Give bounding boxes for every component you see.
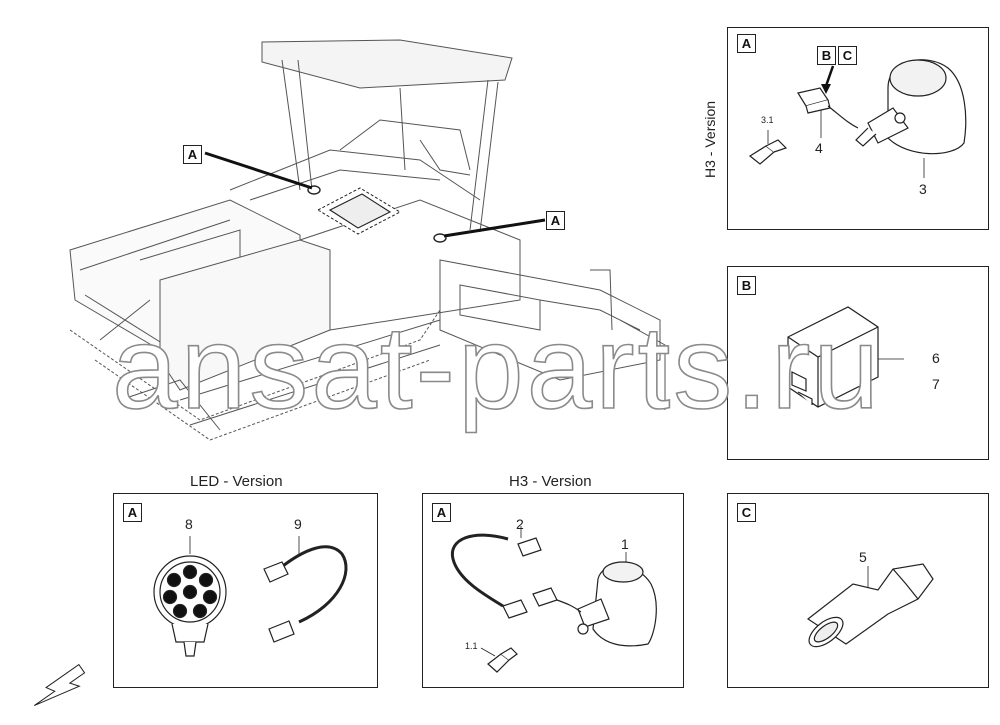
- part-label-3: 3: [919, 181, 927, 197]
- part-label-1-1: 1.1: [465, 641, 478, 651]
- panel-c-ref-tag: C: [838, 46, 857, 65]
- panel-led-version: A 8 9: [113, 493, 378, 688]
- h3-version-vertical-title: H3 - Version: [702, 100, 718, 178]
- panel-h3-version: A 2 1 1.1: [422, 493, 684, 688]
- panel-c-terminal-detail: C 5: [727, 493, 989, 688]
- panel-h3-tag: A: [432, 503, 451, 522]
- part-label-5: 5: [859, 549, 867, 565]
- part-label-2: 2: [516, 516, 524, 532]
- part-label-6: 6: [932, 350, 940, 366]
- part-label-4: 4: [815, 140, 823, 156]
- panel-a-h3-detail: A B C 3.1 4 3: [727, 27, 989, 230]
- part-label-9: 9: [294, 516, 302, 532]
- part-label-1: 1: [621, 536, 629, 552]
- flat-terminal-drawing: [806, 563, 934, 648]
- callout-a-left: A: [183, 145, 202, 164]
- panel-b-connector-detail: B 6 7: [727, 266, 989, 460]
- panel-a-tag: A: [737, 34, 756, 53]
- panel-b-ref-tag: B: [817, 46, 836, 65]
- led-version-title: LED - Version: [190, 473, 283, 490]
- led-lamp-and-cable-drawing: [153, 536, 348, 657]
- panel-c-tag: C: [737, 503, 756, 522]
- watermark-text: ansat-parts.ru: [111, 301, 882, 435]
- part-label-3-1: 3.1: [761, 115, 774, 125]
- h3-version-bottom-title: H3 - Version: [509, 473, 592, 490]
- panel-b-tag: B: [737, 276, 756, 295]
- callout-a-right: A: [546, 211, 565, 230]
- part-label-8: 8: [185, 516, 193, 532]
- h3-lamp-assembly-drawing: [748, 59, 967, 178]
- connector-housing-drawing: [787, 306, 904, 408]
- panel-led-tag: A: [123, 503, 142, 522]
- part-label-7: 7: [932, 376, 940, 392]
- h3-lamp-and-cable-drawing: [450, 526, 657, 673]
